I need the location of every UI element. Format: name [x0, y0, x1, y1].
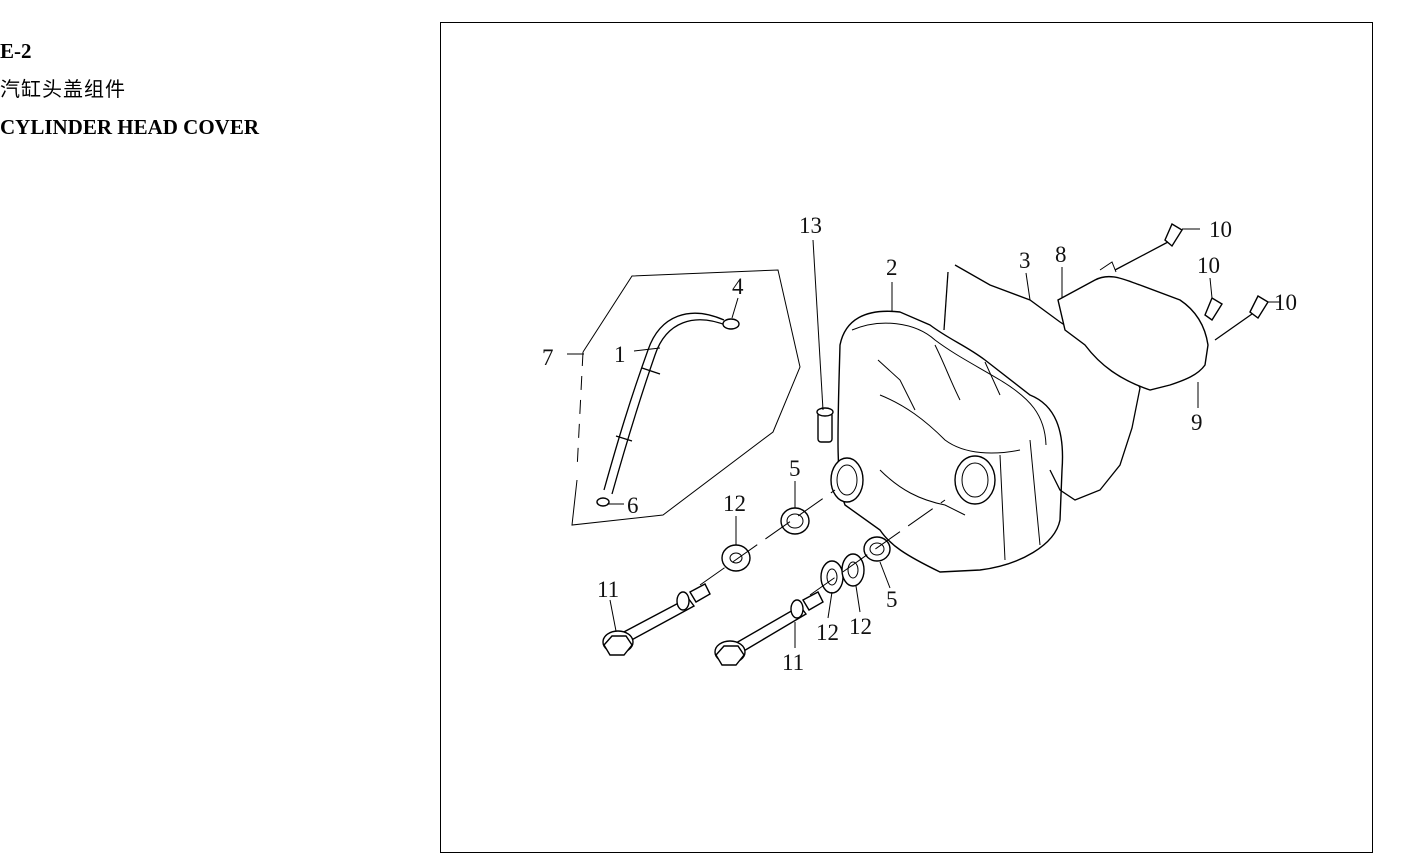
callout-12-bottom-left: 12: [816, 620, 839, 645]
callout-10-middle: 10: [1197, 253, 1220, 278]
plate-bolt-right: [1214, 295, 1269, 341]
title-chinese: 汽缸头盖组件: [0, 77, 126, 101]
callout-7: 7: [542, 345, 554, 370]
axis-line-lower: [809, 499, 946, 596]
baffle-plate: [1057, 261, 1209, 391]
callout-5-rear: 5: [886, 587, 898, 612]
breather-nipple: [816, 407, 834, 443]
oil-seal-rear: [863, 536, 891, 562]
callout-10-right: 10: [1274, 290, 1297, 315]
washer-c: [841, 553, 865, 587]
title-english: CYLINDER HEAD COVER: [0, 115, 260, 139]
leader-lines: [567, 228, 1280, 648]
callout-2: 2: [886, 255, 898, 280]
oil-seal-front: [780, 507, 810, 535]
washer-b: [820, 560, 844, 594]
callout-1: 1: [614, 342, 626, 367]
callout-12-top: 12: [723, 491, 746, 516]
callout-10-top: 10: [1209, 217, 1232, 242]
callout-3: 3: [1019, 248, 1031, 273]
diagram-frame: [440, 22, 1373, 853]
bolt-left: [602, 583, 711, 656]
cylinder-head-cover: [830, 310, 1064, 573]
section-code: E-2: [0, 39, 32, 63]
plate-bolt-middle: [1204, 296, 1223, 322]
callout-4: 4: [732, 274, 744, 299]
breather-hose: [603, 312, 729, 495]
callout-13: 13: [799, 213, 822, 238]
callout-5-front: 5: [789, 456, 801, 481]
hose-clip-upper: [722, 318, 740, 330]
washer-a: [721, 544, 751, 572]
callout-12-bottom-right: 12: [849, 614, 872, 639]
callout-9: 9: [1191, 410, 1203, 435]
breather-kit-outline: [571, 269, 801, 526]
callout-6: 6: [627, 493, 639, 518]
hose-clip-lower: [596, 497, 610, 507]
page-header: E-2 汽缸头盖组件 CYLINDER HEAD COVER: [0, 38, 259, 140]
callout-11-right: 11: [782, 650, 804, 675]
bolt-right: [714, 591, 824, 666]
axis-line-upper: [699, 489, 836, 586]
callout-8: 8: [1055, 242, 1067, 267]
plate-bolt-top: [1114, 222, 1183, 271]
callout-11-left: 11: [597, 577, 619, 602]
